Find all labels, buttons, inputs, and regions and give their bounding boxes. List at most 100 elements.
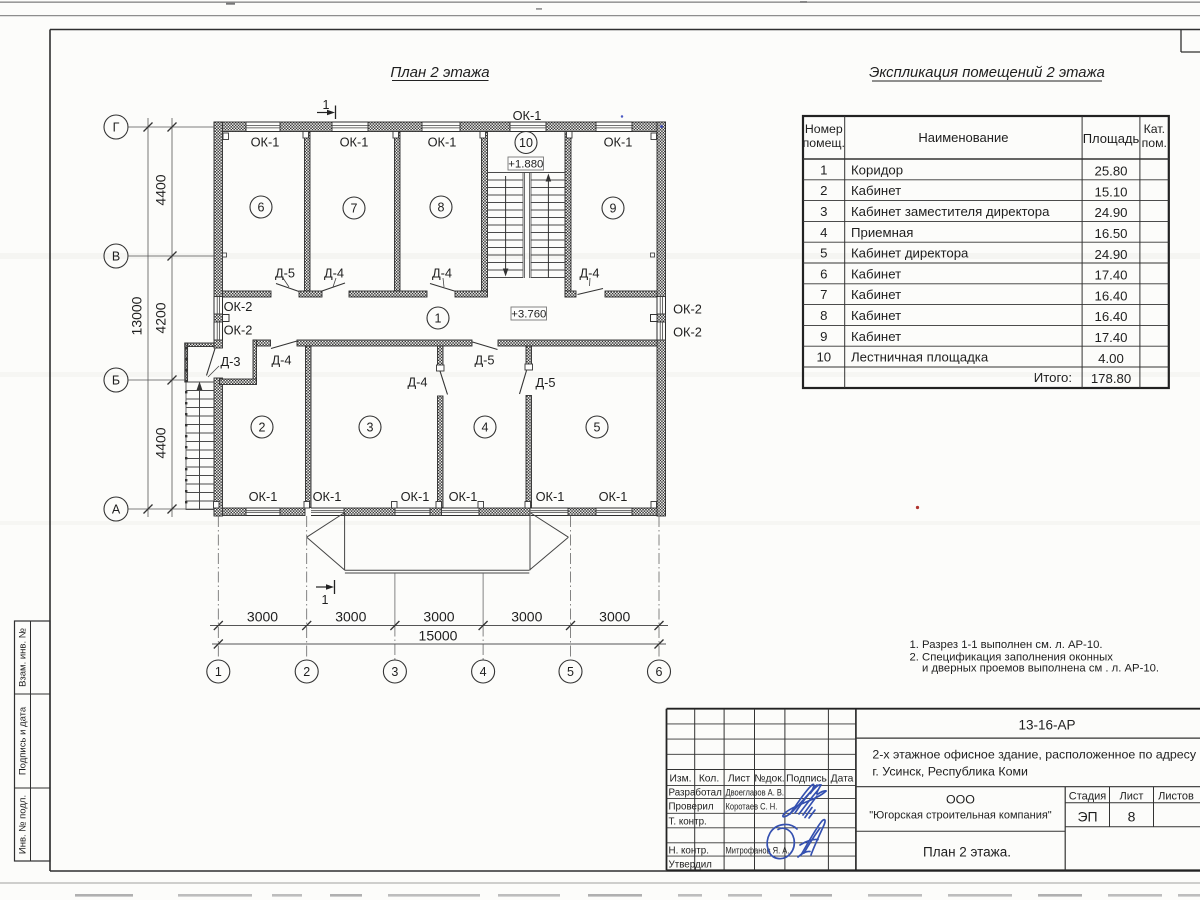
svg-text:4: 4: [480, 665, 487, 679]
svg-text:Кабинет: Кабинет: [851, 266, 901, 281]
svg-text:1: 1: [322, 593, 329, 607]
svg-text:ОК-1: ОК-1: [428, 135, 457, 150]
svg-text:9: 9: [820, 329, 827, 344]
svg-text:4200: 4200: [153, 302, 169, 333]
svg-text:Подпись и дата: Подпись и дата: [18, 706, 29, 775]
svg-text:ОК-2: ОК-2: [224, 323, 253, 338]
svg-text:16.50: 16.50: [1094, 226, 1127, 241]
svg-text:2. Спецификация заполнения око: 2. Спецификация заполнения оконных: [910, 652, 1114, 664]
svg-text:16.40: 16.40: [1094, 288, 1127, 303]
svg-text:План 2 этажа.: План 2 этажа.: [923, 845, 1011, 860]
svg-text:Лестничная площадка: Лестничная площадка: [851, 350, 989, 365]
svg-text:4400: 4400: [153, 427, 169, 458]
svg-text:ОК-1: ОК-1: [604, 135, 633, 150]
svg-text:+3.760: +3.760: [511, 308, 546, 320]
svg-text:1. Разрез 1-1 выполнен см. л.: 1. Разрез 1-1 выполнен см. л. АР-10.: [910, 639, 1103, 651]
svg-text:3: 3: [367, 421, 374, 435]
svg-text:ОК-1: ОК-1: [599, 489, 628, 504]
svg-text:Д-4: Д-4: [579, 266, 599, 281]
svg-text:Изм.: Изм.: [669, 774, 691, 785]
svg-text:4: 4: [820, 225, 827, 240]
svg-text:Г: Г: [113, 121, 120, 135]
svg-text:ОК-1: ОК-1: [249, 489, 278, 504]
svg-text:ОК-2: ОК-2: [673, 325, 702, 340]
svg-text:10: 10: [519, 136, 533, 150]
svg-text:13-16-АР: 13-16-АР: [1018, 718, 1075, 733]
svg-text:15000: 15000: [419, 628, 458, 644]
svg-text:Кабинет: Кабинет: [851, 183, 901, 198]
svg-text:ОК-2: ОК-2: [224, 299, 253, 314]
svg-text:Дата: Дата: [831, 774, 854, 785]
svg-text:Митрофанов Я. А.: Митрофанов Я. А.: [726, 845, 790, 856]
svg-text:5: 5: [594, 421, 601, 435]
svg-text:Кабинет: Кабинет: [851, 287, 901, 302]
svg-text:9: 9: [610, 202, 617, 216]
svg-text:№док.: №док.: [754, 774, 784, 785]
svg-text:2-х этажное офисное здание, ра: 2-х этажное офисное здание, расположенно…: [872, 748, 1200, 762]
svg-text:3: 3: [391, 665, 398, 679]
svg-text:7: 7: [351, 202, 358, 216]
svg-text:ООО: ООО: [946, 793, 975, 807]
svg-text:Кабинет: Кабинет: [851, 329, 901, 344]
svg-text:Инв. № подл.: Инв. № подл.: [18, 795, 29, 854]
svg-text:+1.880: +1.880: [508, 158, 543, 170]
svg-text:и дверных проемов выполнена см: и дверных проемов выполнена см . л. АР-1…: [922, 663, 1159, 675]
svg-text:6: 6: [656, 665, 663, 679]
svg-text:Коротаев С. Н.: Коротаев С. Н.: [726, 801, 778, 812]
svg-text:24.90: 24.90: [1094, 247, 1127, 262]
svg-text:ОК-1: ОК-1: [401, 489, 430, 504]
svg-text:Д-4: Д-4: [407, 375, 427, 390]
svg-text:Лист: Лист: [1120, 791, 1144, 803]
svg-text:Б: Б: [112, 374, 120, 388]
svg-text:помещ.: помещ.: [803, 136, 845, 150]
svg-text:Листов: Листов: [1158, 791, 1194, 803]
svg-text:План 2 этажа: План 2 этажа: [390, 64, 489, 81]
svg-text:Наименование: Наименование: [918, 130, 1008, 145]
svg-text:Д-5: Д-5: [275, 266, 295, 281]
svg-text:1: 1: [323, 98, 330, 112]
svg-text:178.80: 178.80: [1091, 371, 1131, 386]
svg-text:Кабинет заместителя директора: Кабинет заместителя директора: [851, 204, 1050, 219]
svg-text:3000: 3000: [511, 609, 542, 625]
svg-text:ОК-1: ОК-1: [251, 135, 280, 150]
svg-text:Стадия: Стадия: [1069, 791, 1107, 803]
svg-text:6: 6: [820, 266, 827, 281]
svg-text:Взам. инв. №: Взам. инв. №: [18, 628, 29, 687]
svg-text:17.40: 17.40: [1094, 330, 1127, 345]
svg-text:Номер: Номер: [805, 122, 843, 136]
svg-text:15.10: 15.10: [1094, 184, 1127, 199]
svg-text:Кат.: Кат.: [1144, 122, 1165, 136]
svg-text:Кабинет: Кабинет: [851, 308, 901, 323]
svg-text:5: 5: [820, 246, 827, 261]
svg-text:ОК-1: ОК-1: [449, 489, 478, 504]
svg-text:3000: 3000: [247, 609, 278, 625]
svg-text:г. Усинск, Республика Коми: г. Усинск, Республика Коми: [872, 765, 1028, 779]
svg-text:Д-3: Д-3: [220, 354, 240, 369]
svg-text:Разработал: Разработал: [669, 788, 723, 799]
svg-text:4.00: 4.00: [1098, 351, 1124, 366]
svg-text:2: 2: [303, 665, 310, 679]
svg-text:Кол.: Кол.: [699, 774, 719, 785]
svg-text:Д-4: Д-4: [271, 353, 291, 368]
svg-text:7: 7: [820, 287, 827, 302]
svg-text:Утвердил: Утвердил: [669, 860, 713, 871]
svg-text:пом.: пом.: [1142, 136, 1167, 150]
svg-text:10: 10: [816, 350, 831, 365]
svg-text:ЭП: ЭП: [1077, 809, 1097, 825]
svg-text:24.90: 24.90: [1094, 205, 1127, 220]
svg-text:3000: 3000: [423, 609, 454, 625]
svg-text:В: В: [112, 250, 120, 264]
svg-text:Двоеглазов А. В.: Двоеглазов А. В.: [726, 787, 785, 798]
svg-text:16.40: 16.40: [1094, 309, 1127, 324]
svg-text:Подпись: Подпись: [786, 774, 827, 785]
svg-text:2: 2: [259, 421, 266, 435]
svg-text:8: 8: [438, 201, 445, 215]
svg-text:1: 1: [435, 312, 442, 326]
svg-text:8: 8: [820, 308, 827, 323]
svg-text:Н. контр.: Н. контр.: [669, 845, 709, 856]
svg-text:5: 5: [567, 665, 574, 679]
svg-text:4: 4: [482, 421, 489, 435]
svg-text:8: 8: [1128, 809, 1136, 825]
svg-text:Экспликация помещений 2 этажа: Экспликация помещений 2 этажа: [869, 65, 1105, 81]
svg-text:Д-4: Д-4: [324, 266, 344, 281]
